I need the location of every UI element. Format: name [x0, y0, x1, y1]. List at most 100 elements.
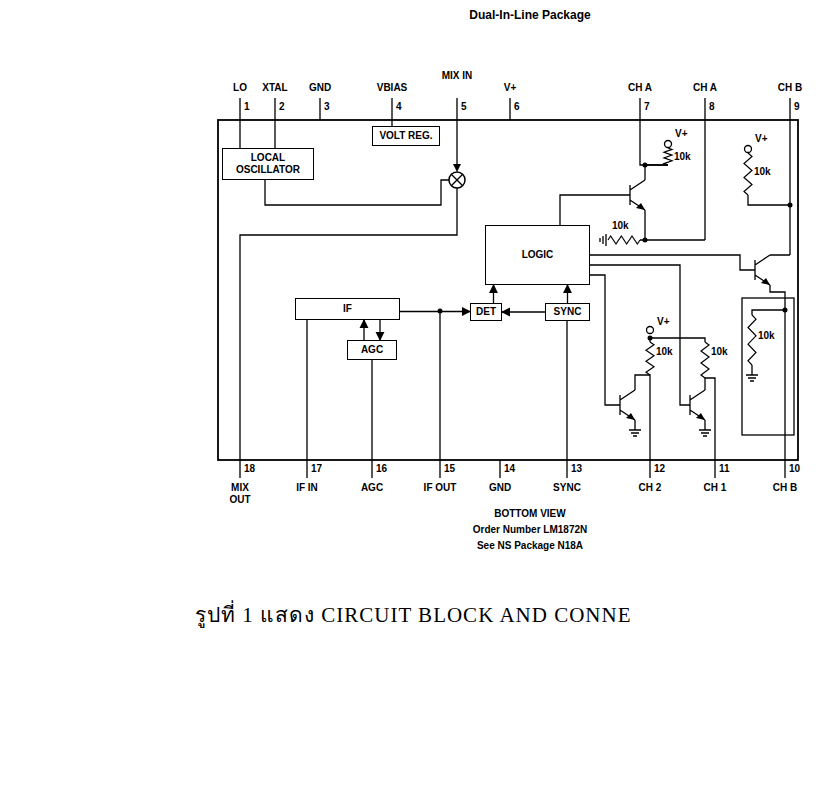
pin-number: 17	[311, 463, 322, 475]
pin-number: 10	[789, 463, 800, 475]
pin-name: GND	[489, 482, 511, 494]
block-text-group: AGC	[361, 344, 383, 356]
npn-transistor	[755, 255, 770, 285]
block-label: VOLT REG.	[379, 130, 432, 142]
resistor-value: 10k	[612, 220, 629, 232]
junction-dot	[643, 238, 648, 243]
resistor-symbol	[744, 153, 752, 195]
ground-wires	[635, 365, 752, 430]
mixer-arrow	[453, 164, 461, 172]
pin-name: V+	[504, 82, 517, 94]
signal-arrow	[400, 311, 470, 312]
block-box: VOLT REG.	[372, 126, 440, 146]
wires	[240, 98, 790, 478]
signal-arrow	[379, 320, 380, 340]
supply-wires	[650, 310, 785, 342]
npn-transistor	[620, 390, 635, 420]
pin-name: AGC	[361, 482, 383, 494]
junction-dots	[438, 163, 793, 341]
pin-number: 1	[244, 101, 250, 113]
figure-caption: รูปที่ 1 แสดง CIRCUIT BLOCK AND CONNE	[195, 598, 631, 631]
supply-terminal	[745, 146, 752, 153]
resistor-value: 10k	[758, 330, 775, 342]
pin-number: 6	[514, 101, 520, 113]
supply-label: V+	[755, 133, 768, 145]
junction-dot	[788, 203, 793, 208]
resistor-symbol	[646, 342, 654, 375]
resistor-symbol	[748, 315, 756, 365]
emitter-arrow	[696, 413, 705, 420]
pin-name: IF OUT	[420, 482, 460, 494]
pin-name: GND	[309, 82, 331, 94]
emitter-arrow	[626, 413, 635, 420]
pin-number: 9	[794, 101, 800, 113]
emitter-arrow	[636, 203, 645, 210]
pin-name: IF IN	[296, 482, 318, 494]
block-box: SYNC	[545, 303, 590, 321]
bottom-pins	[307, 311, 567, 478]
resistor-symbol	[701, 342, 709, 378]
junction-dot	[648, 336, 653, 341]
pin-name: MIX OUT	[220, 482, 260, 506]
block-text-group: LOGIC	[522, 249, 554, 261]
block-text-group: DET	[476, 306, 496, 318]
pin-name: LO	[233, 82, 247, 94]
pin-name: CH 2	[639, 482, 662, 494]
junction-dot	[643, 163, 648, 168]
mix-out-wire	[240, 188, 457, 478]
pin-number: 13	[571, 463, 582, 475]
t2-wires	[590, 195, 790, 270]
supply-terminal	[647, 327, 654, 334]
resistor-value: 10k	[674, 151, 691, 163]
pin-number: 11	[719, 463, 730, 475]
block-box: IF	[295, 298, 400, 320]
pin-number: 8	[709, 101, 715, 113]
supply-terminal	[665, 141, 672, 148]
resistor-value: 10k	[711, 346, 728, 358]
resistor-symbol	[664, 148, 672, 165]
block-label: SYNC	[554, 306, 582, 318]
pin-name: VBIAS	[377, 82, 408, 94]
block-text-group: VOLT REG.	[379, 130, 432, 142]
pin-name: MIX IN	[440, 70, 474, 82]
signal-arrow	[493, 285, 494, 303]
pin-name: CH 1	[704, 482, 727, 494]
note-text: Order Number LM1872N	[473, 524, 587, 536]
diagram-title: Dual-In-Line Package	[469, 8, 590, 22]
top-pins-right	[640, 98, 790, 255]
pin-number: 2	[279, 101, 285, 113]
resistor-symbol	[608, 236, 640, 244]
pin-number: 15	[444, 463, 455, 475]
pin-number: 4	[396, 101, 402, 113]
supply-terminals	[647, 141, 752, 334]
pin-number: 18	[244, 463, 255, 475]
mixer-cross	[451, 174, 462, 185]
resistor-value: 10k	[656, 346, 673, 358]
ground-symbol	[629, 430, 641, 436]
pin10-box	[742, 298, 794, 435]
ground-symbol	[746, 375, 758, 381]
emitter-arrow	[761, 278, 770, 285]
pin-name: SYNC	[553, 482, 581, 494]
signal-arrow	[567, 285, 568, 303]
pin-number: 3	[324, 101, 330, 113]
note-text: See NS Package N18A	[477, 540, 583, 552]
signal-arrow	[502, 311, 545, 312]
block-label: DET	[476, 306, 496, 318]
pin-number: 12	[654, 463, 665, 475]
block-label: LOCAL OSCILLATOR	[227, 152, 309, 176]
block-box: LOCAL OSCILLATOR	[222, 148, 314, 180]
pin-name: XTAL	[262, 82, 287, 94]
package-outline	[218, 120, 798, 460]
signal-arrow	[363, 320, 364, 340]
pin-number: 7	[644, 101, 650, 113]
block-text-group: IF	[343, 303, 352, 315]
block-text-group: LOCAL OSCILLATOR	[227, 152, 309, 176]
pin-name: CH A	[628, 82, 652, 94]
supply-label: V+	[657, 316, 670, 328]
junction-dot	[783, 308, 788, 313]
block-label: IF	[343, 303, 352, 315]
lo-to-mixer	[265, 180, 449, 205]
